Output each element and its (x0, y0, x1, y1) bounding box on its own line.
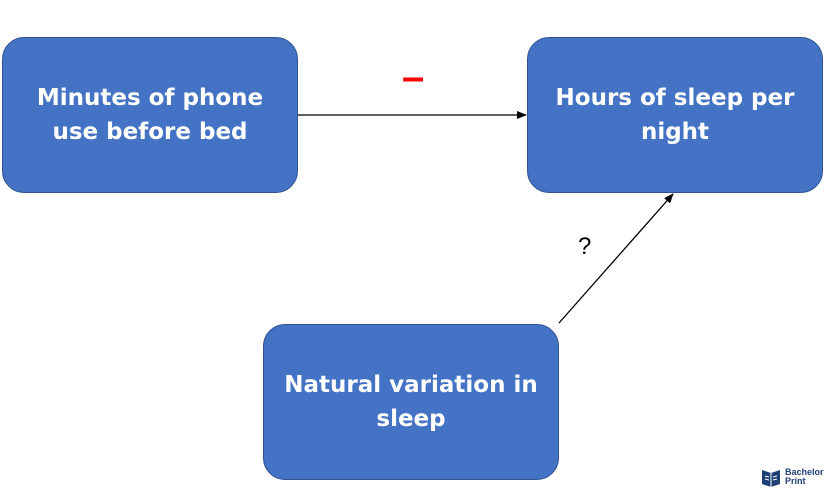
node-label: Minutes of phone use before bed (36, 85, 264, 145)
node-natural-variation: Natural variation in sleep (263, 324, 559, 480)
edge-natural-to-sleep (558, 193, 674, 324)
logo-text-line1: Bachelor (785, 467, 824, 477)
node-label: Hours of sleep per night (555, 85, 795, 145)
node-label: Natural variation in sleep (284, 372, 538, 432)
book-logo-icon (762, 470, 780, 487)
question-mark-label: ? (578, 233, 592, 260)
node-minutes-phone-use: Minutes of phone use before bed (2, 37, 298, 193)
negative-sign-label: – (402, 55, 425, 99)
logo-text-line2: Print (785, 476, 806, 486)
node-hours-of-sleep: Hours of sleep per night (527, 37, 823, 193)
bachelorprint-logo: Bachelor Print (760, 466, 824, 488)
